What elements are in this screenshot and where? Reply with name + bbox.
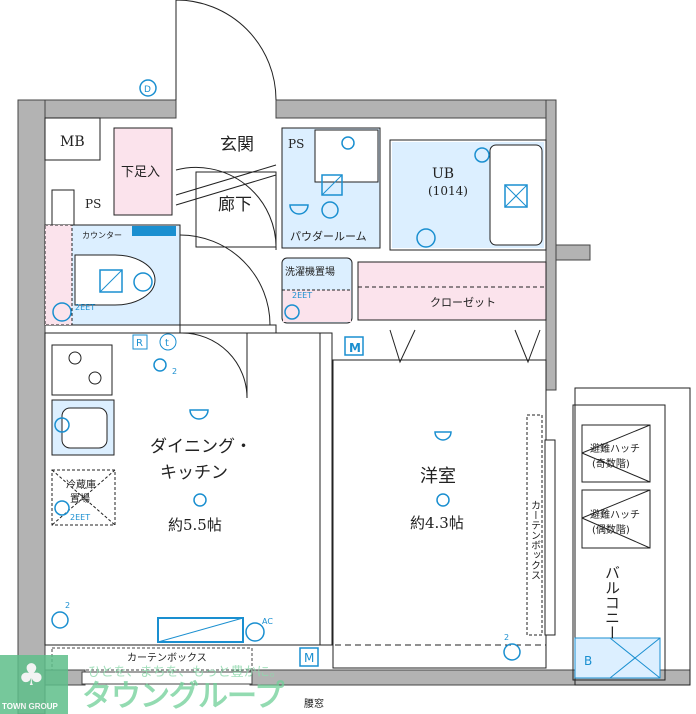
watermark-brand-kana: タウングループ bbox=[82, 679, 284, 714]
label-shoe-box: 下足入 bbox=[121, 165, 160, 180]
label-washer-eet: 2EET bbox=[292, 291, 312, 300]
label-ac: AC bbox=[262, 617, 273, 626]
mb-box bbox=[44, 117, 101, 161]
label-hatch-even-2: (偶数階) bbox=[592, 523, 630, 536]
label-western-room: 洋室 bbox=[420, 466, 456, 487]
label-fridge-eet: 2EET bbox=[70, 513, 90, 522]
label-balcony: バルコニー bbox=[603, 565, 621, 640]
label-western-size: 約4.3帖 bbox=[410, 514, 464, 532]
logo-brand-en: TOWN GROUP bbox=[2, 702, 58, 711]
label-outlet-2a: 2 bbox=[65, 601, 70, 610]
balcony bbox=[574, 387, 691, 686]
label-curtain-box-vertical: カーテンボックス bbox=[529, 500, 541, 580]
label-ub: UB bbox=[432, 166, 454, 182]
label-ps-right: PS bbox=[288, 137, 304, 151]
town-group-logo: ♣ TOWN GROUP bbox=[0, 655, 68, 714]
label-dk-size: 約5.5帖 bbox=[168, 516, 222, 534]
label-t-mark: t bbox=[165, 338, 169, 349]
label-entrance: 玄関 bbox=[220, 135, 254, 155]
label-closet: クローゼット bbox=[430, 296, 496, 309]
label-fridge-2: 置場 bbox=[70, 492, 90, 505]
label-powder-room: パウダールーム bbox=[290, 229, 367, 243]
label-dining-kitchen-1: ダイニング・ bbox=[150, 437, 252, 457]
label-curtain-box-bottom: カーテンボックス bbox=[127, 652, 207, 664]
tree-icon: ♣ bbox=[18, 658, 45, 693]
entrance-door[interactable] bbox=[175, 0, 277, 101]
label-meter-2: M bbox=[304, 651, 314, 665]
label-fridge-1: 冷蔵庫 bbox=[66, 478, 96, 491]
label-counter: カウンター bbox=[82, 231, 122, 240]
label-ps-left: PS bbox=[85, 197, 101, 211]
hatch-even bbox=[581, 489, 651, 549]
label-hatch-even-1: 避難ハッチ bbox=[590, 508, 640, 521]
label-hatch-odd-1: 避難ハッチ bbox=[590, 442, 640, 455]
label-dining-kitchen-2: キッチン bbox=[160, 463, 228, 483]
closet bbox=[357, 261, 547, 321]
label-toilet-eet: 2EET bbox=[75, 303, 95, 312]
stove bbox=[51, 344, 113, 396]
label-hallway: 廊下 bbox=[218, 195, 252, 215]
ps-left-box bbox=[51, 189, 75, 226]
label-mb: MB bbox=[60, 134, 85, 150]
label-hatch-odd-2: (奇数階) bbox=[592, 457, 630, 470]
label-r-mark: R bbox=[136, 338, 143, 349]
walls bbox=[17, 99, 691, 714]
label-outlet-2b: 2 bbox=[504, 633, 509, 642]
label-washer: 洗濯機置場 bbox=[285, 265, 335, 278]
label-d-mark: D bbox=[144, 85, 151, 95]
watermark-slogan: ひとを、まちを、もっと豊かに。 bbox=[88, 665, 283, 680]
label-meter-1: M bbox=[349, 341, 361, 355]
label-waist-window: 腰窓 bbox=[304, 697, 324, 710]
label-ub-size: (1014) bbox=[428, 184, 468, 198]
label-outlet-2c: 2 bbox=[172, 367, 177, 376]
shoe-box bbox=[113, 127, 173, 216]
label-b-mark: B bbox=[584, 654, 592, 668]
fridge-space bbox=[51, 469, 116, 526]
